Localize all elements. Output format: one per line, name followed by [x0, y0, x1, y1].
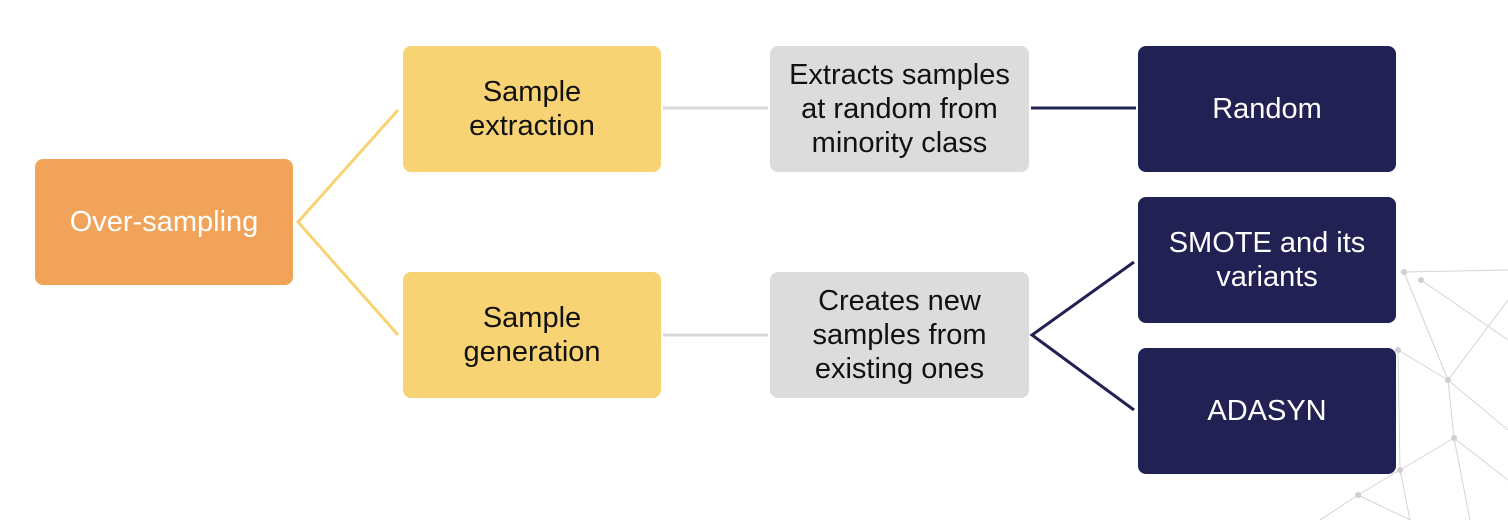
method-node-label: SMOTE and its variants	[1168, 227, 1366, 293]
method-node-adasyn: ADASYN	[1138, 348, 1396, 474]
description-node-label: Creates new samples from existing ones	[812, 285, 987, 385]
method-node-label: ADASYN	[1207, 395, 1327, 427]
category-node-label: Sample generation	[463, 302, 601, 368]
description-node-generation: Creates new samples from existing ones	[770, 272, 1029, 398]
method-node-random: Random	[1138, 46, 1396, 172]
root-to-categories-connector	[295, 109, 400, 336]
method-node-label: Random	[1212, 93, 1322, 125]
method-node-smote: SMOTE and its variants	[1138, 197, 1396, 323]
description-node-label: Extracts samples at random from minority…	[789, 59, 1010, 159]
root-node-label: Over-sampling	[69, 206, 259, 238]
category-node-sample-generation: Sample generation	[403, 272, 661, 398]
root-node-over-sampling: Over-sampling	[35, 159, 293, 285]
description-node-extraction: Extracts samples at random from minority…	[770, 46, 1029, 172]
category-node-sample-extraction: Sample extraction	[403, 46, 661, 172]
category-node-label: Sample extraction	[469, 76, 595, 142]
generation-description-to-methods-connector	[1029, 260, 1135, 412]
